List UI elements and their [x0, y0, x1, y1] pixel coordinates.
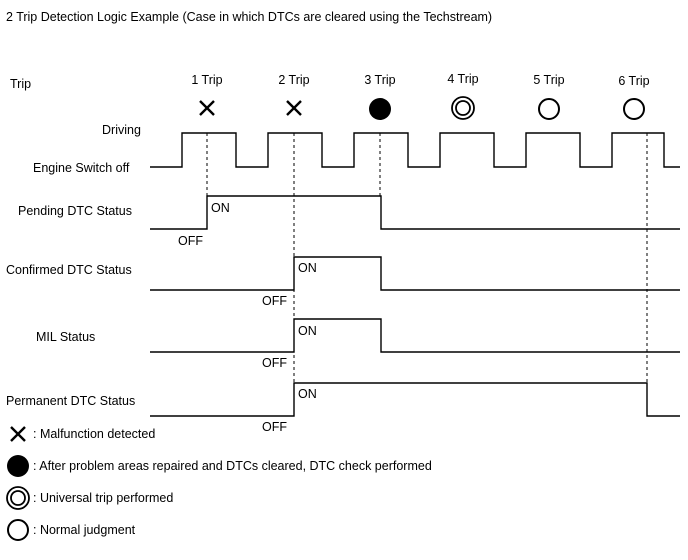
cross-icon [286, 100, 302, 116]
circle-icon [538, 98, 560, 120]
permanent-off-label: OFF [262, 420, 287, 434]
filled-circle-icon [7, 455, 29, 477]
permanent-dtc-label: Permanent DTC Status [6, 394, 135, 408]
pending-off-label: OFF [178, 234, 203, 248]
cross-icon [10, 426, 26, 442]
legend-universal-trip-text: : Universal trip performed [33, 491, 173, 505]
mil-off-label: OFF [262, 356, 287, 370]
diagram-title: 2 Trip Detection Logic Example (Case in … [6, 10, 492, 24]
trip-label-6: 6 Trip [618, 74, 649, 88]
double-circle-inner [10, 490, 26, 506]
mil-on-label: ON [298, 324, 317, 338]
trip-label-3: 3 Trip [364, 73, 395, 87]
trip-axis-label: Trip [10, 77, 31, 91]
permanent-on-label: ON [298, 387, 317, 401]
driving-label: Driving [102, 123, 141, 137]
confirmed-dtc-label: Confirmed DTC Status [6, 263, 132, 277]
legend-malfunction-text: : Malfunction detected [33, 427, 155, 441]
trip-label-4: 4 Trip [447, 72, 478, 86]
confirmed-dtc-waveform [150, 256, 680, 291]
filled-circle-icon [369, 98, 391, 120]
legend-normal-judgment-text: : Normal judgment [33, 523, 136, 537]
double-circle-icon [6, 486, 30, 510]
driving-waveform [150, 132, 680, 168]
pending-dtc-label: Pending DTC Status [18, 204, 132, 218]
circle-icon [7, 519, 29, 541]
trip-label-2: 2 Trip [278, 73, 309, 87]
legend-dtc-check-text: : After problem areas repaired and DTCs … [33, 459, 432, 473]
legend: : Malfunction detected : After problem a… [6, 426, 432, 541]
mil-status-label: MIL Status [36, 330, 95, 344]
permanent-dtc-waveform [150, 382, 680, 417]
confirmed-on-label: ON [298, 261, 317, 275]
engine-off-label: Engine Switch off [33, 161, 130, 175]
mil-waveform [150, 318, 680, 353]
trip-label-1: 1 Trip [191, 73, 222, 87]
trip-label-5: 5 Trip [533, 73, 564, 87]
confirmed-off-label: OFF [262, 294, 287, 308]
pending-on-label: ON [211, 201, 230, 215]
cross-icon [199, 100, 215, 116]
circle-icon [623, 98, 645, 120]
double-circle-icon [451, 96, 475, 120]
